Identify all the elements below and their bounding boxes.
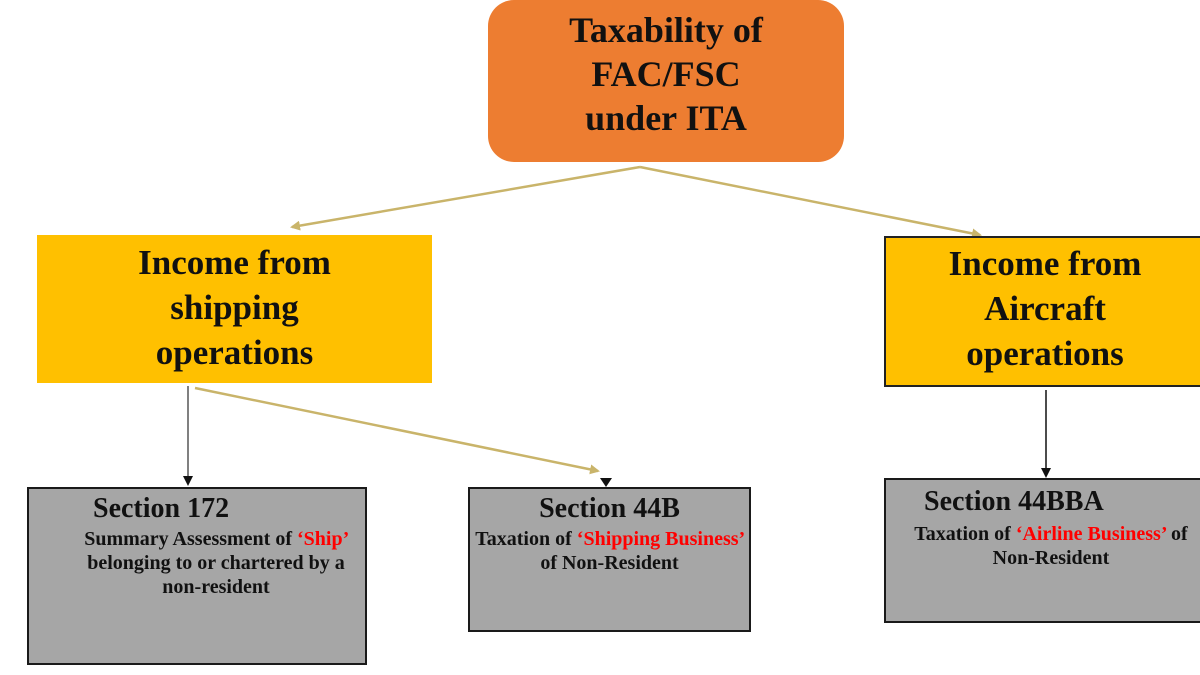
section-172-desc-pre: Summary Assessment of [84, 528, 292, 550]
section-172-desc-post: belonging to or chartered by a non-resid… [87, 552, 345, 598]
section-44bba-desc-highlight: ‘Airline Business’ [1015, 523, 1167, 545]
branch-shipping-line-3: operations [155, 333, 314, 372]
branch-aircraft-line-3: operations [966, 334, 1124, 373]
section-44b-description: Taxation of ‘Shipping Business’ of Non-R… [470, 527, 749, 575]
section-44bba-description: Taxation of ‘Airline Business’ of Non-Re… [886, 522, 1200, 570]
section-44bba-desc-post: of Non-Resident [992, 523, 1188, 569]
root-node-taxability: Taxability of FAC/FSC under ITA [488, 0, 844, 162]
leaf-node-section-44bba: Section 44BBA Taxation of ‘Airline Busin… [884, 478, 1200, 623]
section-172-title: Section 172 [93, 493, 230, 524]
root-line-3: under ITA [585, 98, 747, 138]
root-line-1: Taxability of [569, 10, 763, 50]
section-44b-desc-post: of Non-Resident [540, 552, 679, 574]
section-44b-desc-highlight: ‘Shipping Business’ [576, 528, 744, 550]
branch-aircraft-line-2: Aircraft [984, 289, 1106, 328]
section-44bba-title: Section 44BBA [924, 486, 1104, 517]
section-44b-title: Section 44B [539, 493, 680, 524]
connector-root-to-shipping [290, 165, 641, 231]
leaf-node-section-44b: Section 44B Taxation of ‘Shipping Busine… [468, 487, 751, 632]
section-44b-desc-pre: Taxation of [475, 528, 572, 550]
arrowhead-section-44b [600, 478, 612, 487]
connector-root-to-aircraft [639, 165, 982, 239]
branch-node-shipping: Income from shipping operations [37, 235, 432, 383]
section-172-description: Summary Assessment of ‘Ship’ belonging t… [29, 527, 365, 599]
branch-shipping-line-2: shipping [170, 288, 299, 327]
branch-shipping-line-1: Income from [138, 243, 331, 282]
branch-node-aircraft: Income from Aircraft operations [884, 236, 1200, 387]
branch-aircraft-line-1: Income from [948, 244, 1142, 283]
leaf-node-section-172: Section 172 Summary Assessment of ‘Ship’… [27, 487, 367, 665]
section-44bba-desc-pre: Taxation of [914, 523, 1011, 545]
root-line-2: FAC/FSC [591, 54, 741, 94]
connector-shipping-to-section-44b [194, 386, 600, 475]
section-172-desc-highlight: ‘Ship’ [297, 528, 348, 550]
